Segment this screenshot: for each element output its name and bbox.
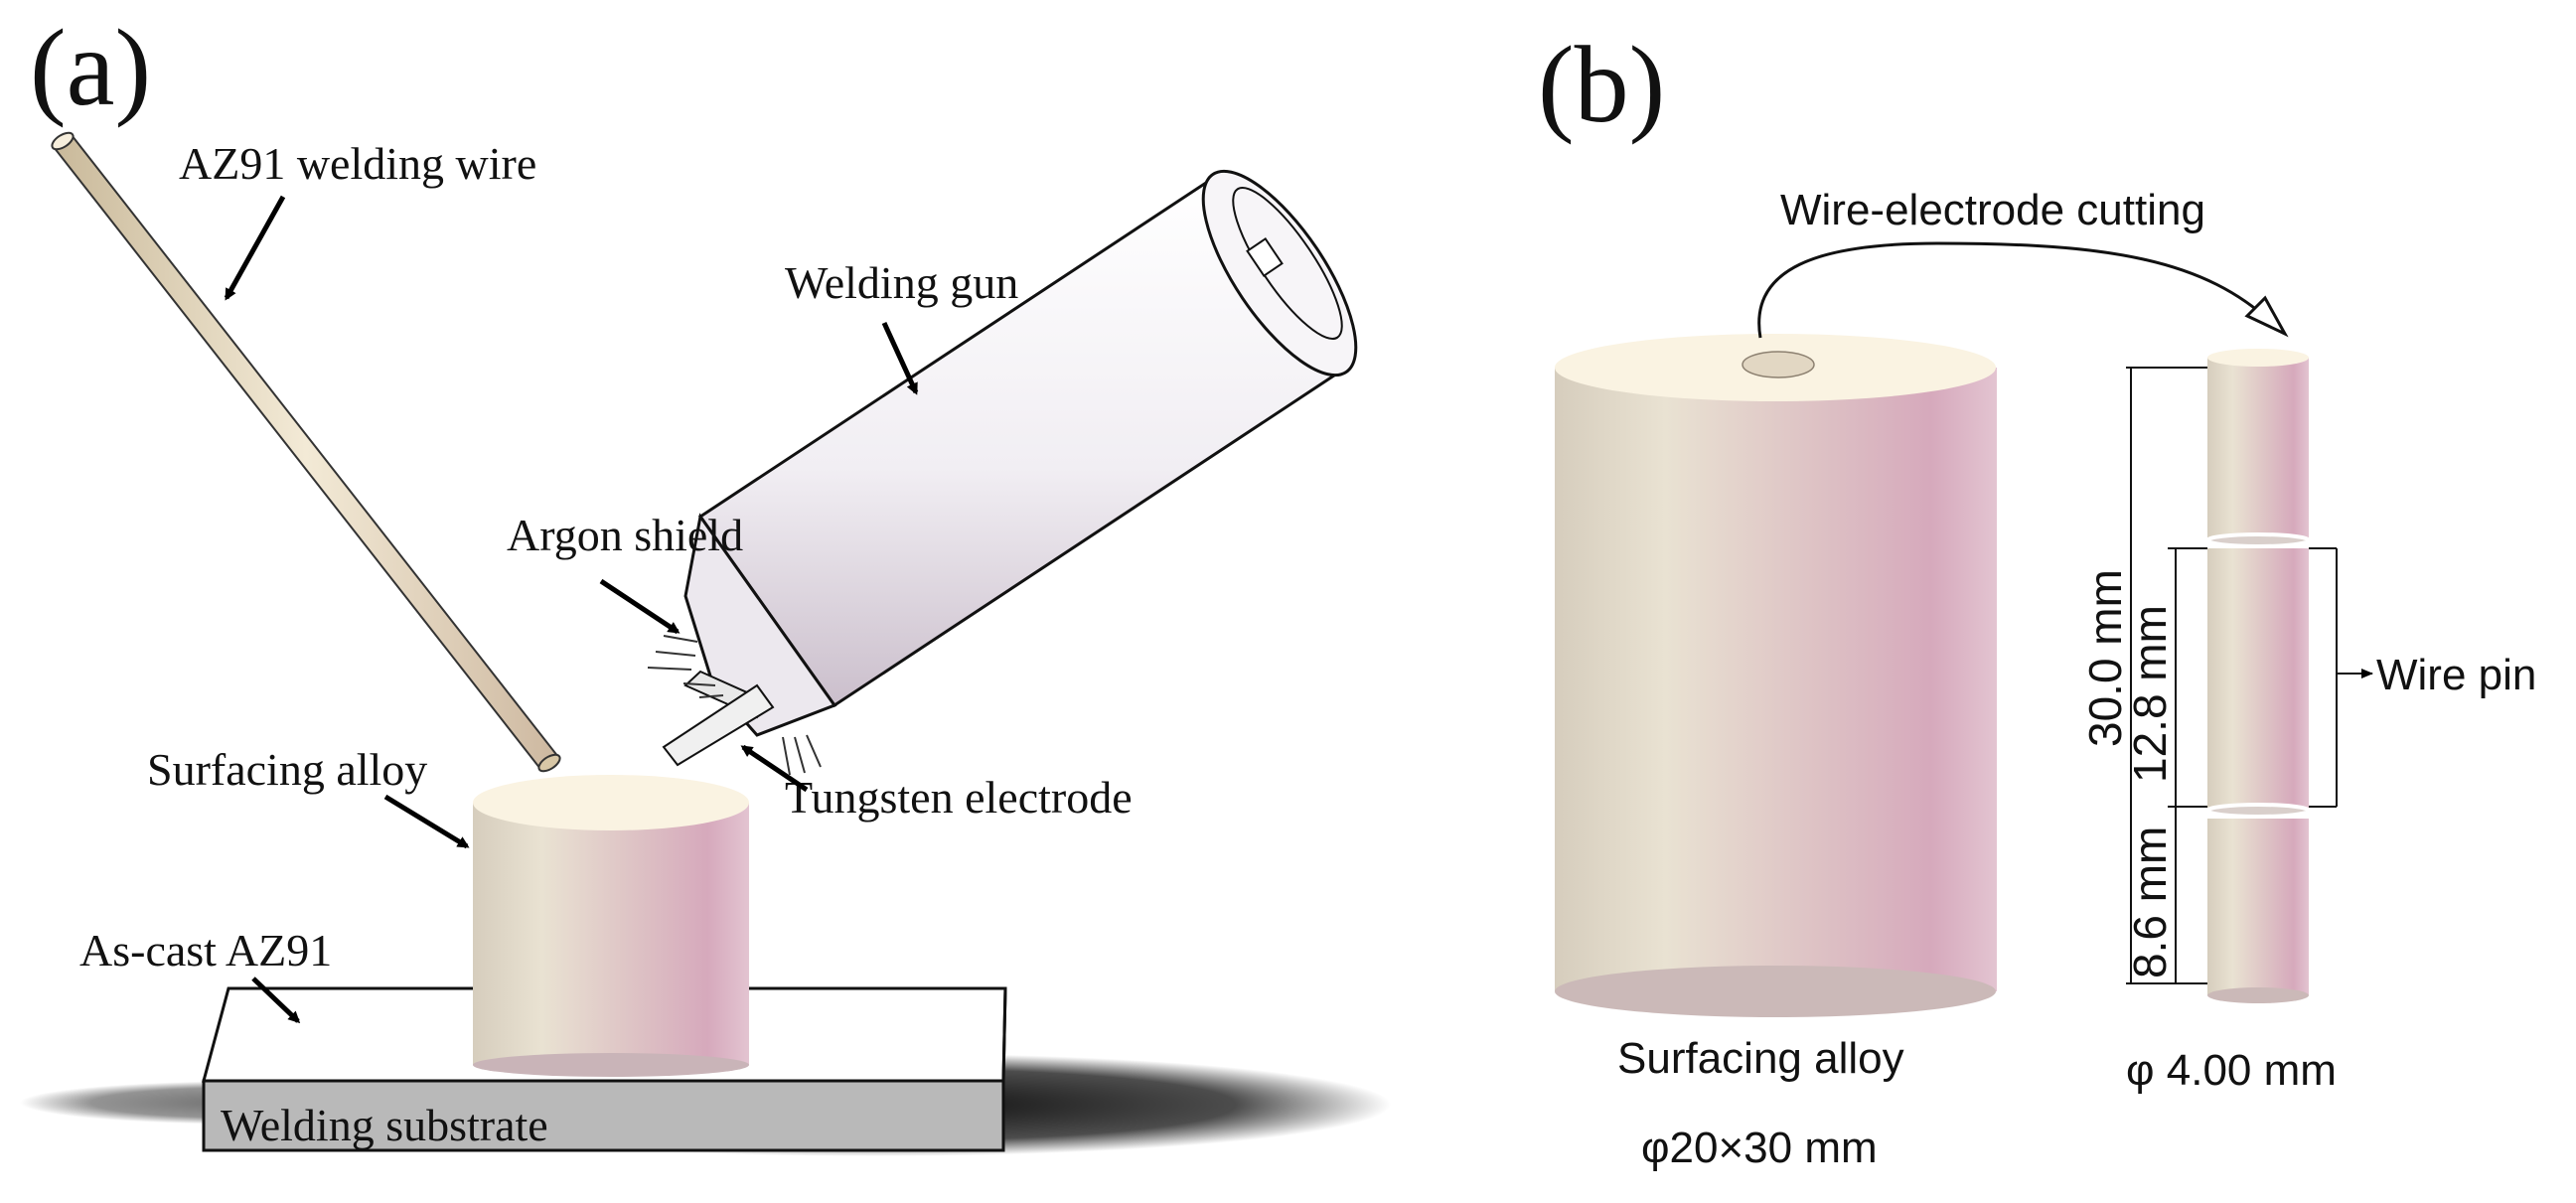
panel-b-letter: (b) (1538, 24, 1665, 145)
welding-gun-arrow (881, 321, 919, 395)
cutting-arrow-path (1757, 241, 2277, 339)
dim-total-label: 30.0 mm (2079, 569, 2131, 747)
argon-shield-arrow (599, 578, 681, 635)
dimension-lines (2126, 367, 2338, 984)
tungsten-electrode-arrow (740, 744, 809, 793)
pin-diameter-label: φ 4.00 mm (2126, 1046, 2337, 1095)
panel-b: (b) Wire-electrode cutting (1538, 24, 2536, 1172)
surfacing-alloy-b-label: Surfacing alloy (1617, 1034, 1904, 1083)
alloy-size-label: φ20×30 mm (1641, 1124, 1878, 1172)
big-alloy-cylinder (1555, 334, 1997, 1017)
welding-wire-arrow (224, 195, 286, 301)
surfacing-alloy-arrow (383, 794, 470, 849)
welding-wire-label: AZ91 welding wire (179, 138, 536, 189)
tungsten-electrode-label: Tungsten electrode (785, 772, 1133, 823)
surfacing-alloy-label: Surfacing alloy (147, 744, 427, 795)
dim-bottom-label: 8.6 mm (2124, 827, 2176, 978)
panel-a-letter: (a) (30, 7, 151, 128)
dim-middle-label: 12.8 mm (2124, 605, 2176, 783)
welding-gun-label: Welding gun (785, 257, 1018, 308)
substrate-label: Welding substrate (221, 1100, 548, 1150)
as-cast-arrow (251, 977, 301, 1024)
argon-shield-label: Argon shield (507, 510, 743, 560)
as-cast-label: As-cast AZ91 (79, 925, 332, 976)
cutting-arrow-head (2244, 295, 2289, 338)
welding-wire-rod (51, 131, 561, 773)
welding-gun (662, 169, 1358, 767)
wire-pin-stack (2205, 349, 2311, 1003)
panel-a: (a) Welding substrate (20, 7, 1391, 1156)
argon-shield-lines (647, 635, 822, 776)
cutting-label: Wire-electrode cutting (1780, 186, 2205, 234)
wire-pin-label: Wire pin (2376, 651, 2536, 699)
surfacing-alloy-cylinder (473, 775, 749, 1077)
